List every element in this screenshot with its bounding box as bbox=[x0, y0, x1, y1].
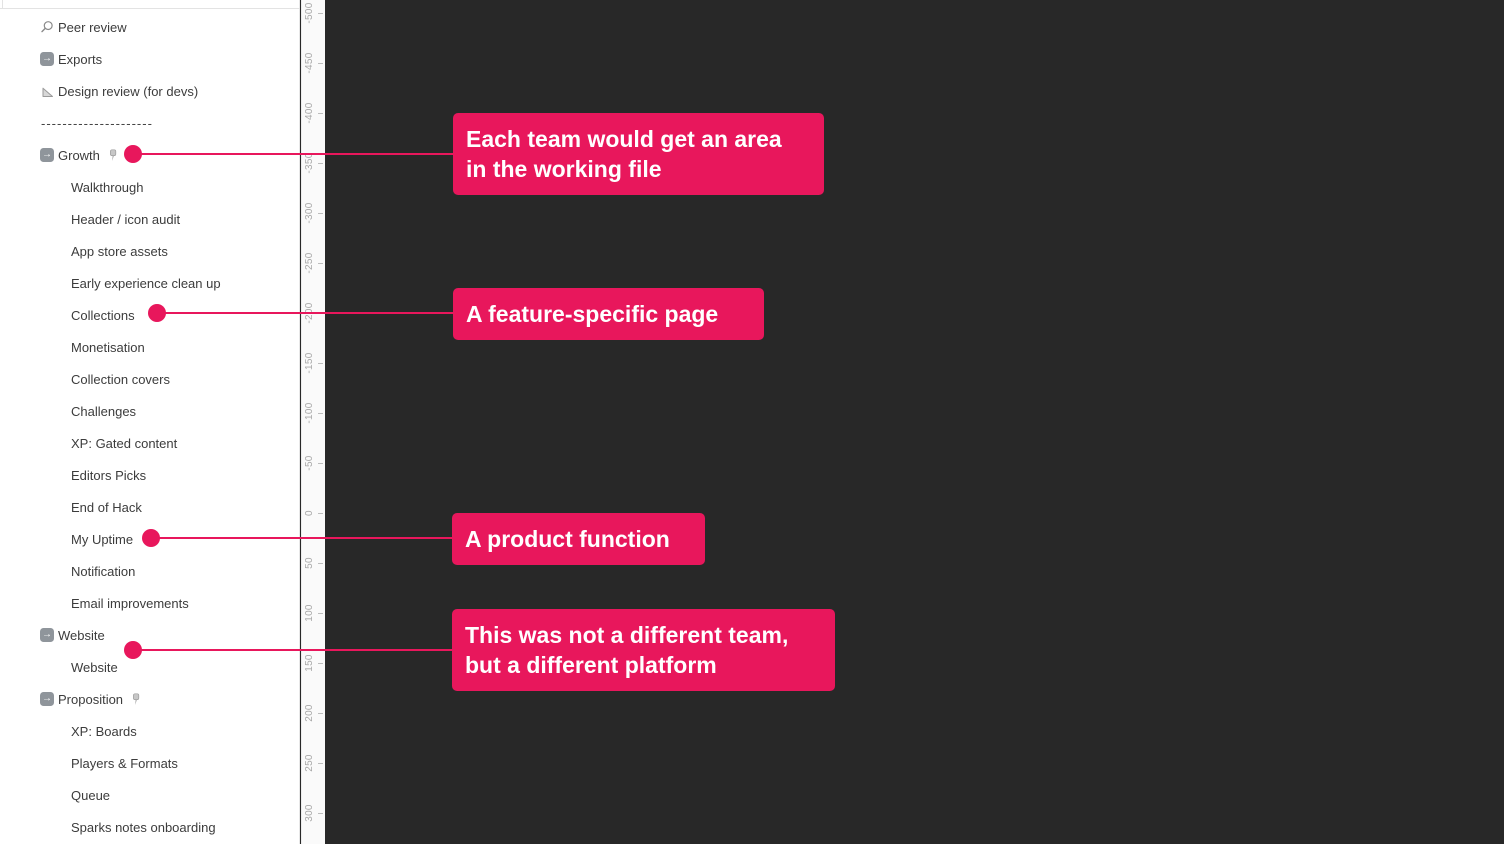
page-label: Players & Formats bbox=[71, 755, 178, 771]
page-label: Growth bbox=[58, 147, 100, 163]
connector-line-growth bbox=[133, 153, 453, 155]
ruler-tick bbox=[318, 813, 323, 814]
page-label: --------------------- bbox=[41, 115, 153, 131]
callout-team-area[interactable]: Each team would get an area in the worki… bbox=[453, 113, 824, 195]
ruler-tick bbox=[318, 713, 323, 714]
pin-icon bbox=[130, 692, 142, 706]
ruler-tick bbox=[318, 213, 323, 214]
page-label: Walkthrough bbox=[71, 179, 144, 195]
page-item-collections[interactable]: Collections bbox=[0, 299, 300, 331]
page-item-xp-gated-content[interactable]: XP: Gated content bbox=[0, 427, 300, 459]
page-label: Proposition bbox=[58, 691, 124, 707]
page-item-early-experience-clean-up[interactable]: Early experience clean up bbox=[0, 267, 300, 299]
page-label: XP: Gated content bbox=[71, 435, 178, 451]
magnifier-icon bbox=[40, 20, 54, 34]
ruler-tick bbox=[318, 663, 323, 664]
ruler-tick bbox=[318, 613, 323, 614]
page-item-email-improvements[interactable]: Email improvements bbox=[0, 587, 300, 619]
triangle-ruler-icon bbox=[40, 84, 54, 98]
page-item-proposition[interactable]: → Proposition bbox=[0, 683, 300, 715]
page-label: Peer review bbox=[58, 19, 127, 35]
page-label: End of Hack bbox=[71, 499, 142, 515]
page-item-collection-covers[interactable]: Collection covers bbox=[0, 363, 300, 395]
callout-product-function[interactable]: A product function bbox=[452, 513, 705, 565]
page-label: Design review (for devs) bbox=[58, 83, 199, 99]
ruler-tick bbox=[318, 513, 323, 514]
page-label: Monetisation bbox=[71, 339, 145, 355]
page-item-website-child[interactable]: Website bbox=[0, 651, 300, 683]
page-label: Queue bbox=[71, 787, 111, 803]
ruler-tick bbox=[318, 463, 323, 464]
callout-text: This was not a different team, but a dif… bbox=[465, 622, 789, 678]
page-item-players-and-formats[interactable]: Players & Formats bbox=[0, 747, 300, 779]
page-item-end-of-hack[interactable]: End of Hack bbox=[0, 491, 300, 523]
vertical-ruler[interactable] bbox=[301, 0, 325, 844]
page-label: My Uptime bbox=[71, 531, 134, 547]
page-item-xp-boards[interactable]: XP: Boards bbox=[0, 715, 300, 747]
ruler-tick bbox=[318, 113, 323, 114]
page-item-queue[interactable]: Queue bbox=[0, 779, 300, 811]
page-item-peer-review[interactable]: Peer review bbox=[0, 11, 300, 43]
ruler-tick bbox=[318, 163, 323, 164]
page-label: Website bbox=[58, 627, 105, 643]
callout-different-platform[interactable]: This was not a different team, but a dif… bbox=[452, 609, 835, 691]
page-label: Challenges bbox=[71, 403, 137, 419]
frame-arrow-icon: → bbox=[40, 628, 54, 642]
marker-dot-my-uptime[interactable] bbox=[142, 529, 160, 547]
pages-panel: Peer review → Exports Design review (for… bbox=[0, 0, 300, 844]
ruler-tick bbox=[318, 763, 323, 764]
page-list: Peer review → Exports Design review (for… bbox=[0, 11, 300, 843]
marker-dot-growth[interactable] bbox=[124, 145, 142, 163]
panel-corner bbox=[2, 0, 3, 8]
panel-top-divider bbox=[0, 8, 300, 9]
page-item-my-uptime[interactable]: My Uptime bbox=[0, 523, 300, 555]
pin-icon bbox=[107, 148, 119, 162]
marker-dot-website[interactable] bbox=[124, 641, 142, 659]
page-item-divider-dashes[interactable]: --------------------- bbox=[0, 107, 300, 139]
page-item-growth[interactable]: → Growth bbox=[0, 139, 300, 171]
ruler-tick bbox=[318, 413, 323, 414]
page-item-header-icon-audit[interactable]: Header / icon audit bbox=[0, 203, 300, 235]
page-label: Header / icon audit bbox=[71, 211, 181, 227]
page-label: Website bbox=[71, 659, 118, 675]
page-label: XP: Boards bbox=[71, 723, 137, 739]
callout-feature-page[interactable]: A feature-specific page bbox=[453, 288, 764, 340]
page-label: Collections bbox=[71, 307, 135, 323]
page-item-challenges[interactable]: Challenges bbox=[0, 395, 300, 427]
page-item-monetisation[interactable]: Monetisation bbox=[0, 331, 300, 363]
page-label: Collection covers bbox=[71, 371, 170, 387]
page-label: Editors Picks bbox=[71, 467, 147, 483]
connector-line-website bbox=[133, 649, 452, 651]
page-label: Sparks notes onboarding bbox=[71, 819, 216, 835]
page-item-exports[interactable]: → Exports bbox=[0, 43, 300, 75]
page-item-app-store-assets[interactable]: App store assets bbox=[0, 235, 300, 267]
callout-text: Each team would get an area in the worki… bbox=[466, 126, 782, 182]
ruler-tick bbox=[318, 363, 323, 364]
frame-arrow-icon: → bbox=[40, 52, 54, 66]
ruler-tick bbox=[318, 263, 323, 264]
frame-arrow-icon: → bbox=[40, 692, 54, 706]
ruler-tick bbox=[318, 13, 323, 14]
ruler-tick bbox=[318, 563, 323, 564]
page-item-design-review-for-devs[interactable]: Design review (for devs) bbox=[0, 75, 300, 107]
marker-dot-collections[interactable] bbox=[148, 304, 166, 322]
page-item-editors-picks[interactable]: Editors Picks bbox=[0, 459, 300, 491]
callout-text: A product function bbox=[465, 526, 670, 552]
page-label: Exports bbox=[58, 51, 103, 67]
page-label: Notification bbox=[71, 563, 136, 579]
connector-line-my-uptime bbox=[151, 537, 452, 539]
page-item-walkthrough[interactable]: Walkthrough bbox=[0, 171, 300, 203]
callout-text: A feature-specific page bbox=[466, 301, 719, 327]
page-label: Early experience clean up bbox=[71, 275, 221, 291]
page-label: Email improvements bbox=[71, 595, 189, 611]
page-label: App store assets bbox=[71, 243, 168, 259]
page-item-notification[interactable]: Notification bbox=[0, 555, 300, 587]
frame-arrow-icon: → bbox=[40, 148, 54, 162]
page-item-website[interactable]: → Website bbox=[0, 619, 300, 651]
ruler-tick bbox=[318, 63, 323, 64]
connector-line-collections bbox=[157, 312, 453, 314]
page-item-sparks-notes-onboarding[interactable]: Sparks notes onboarding bbox=[0, 811, 300, 843]
